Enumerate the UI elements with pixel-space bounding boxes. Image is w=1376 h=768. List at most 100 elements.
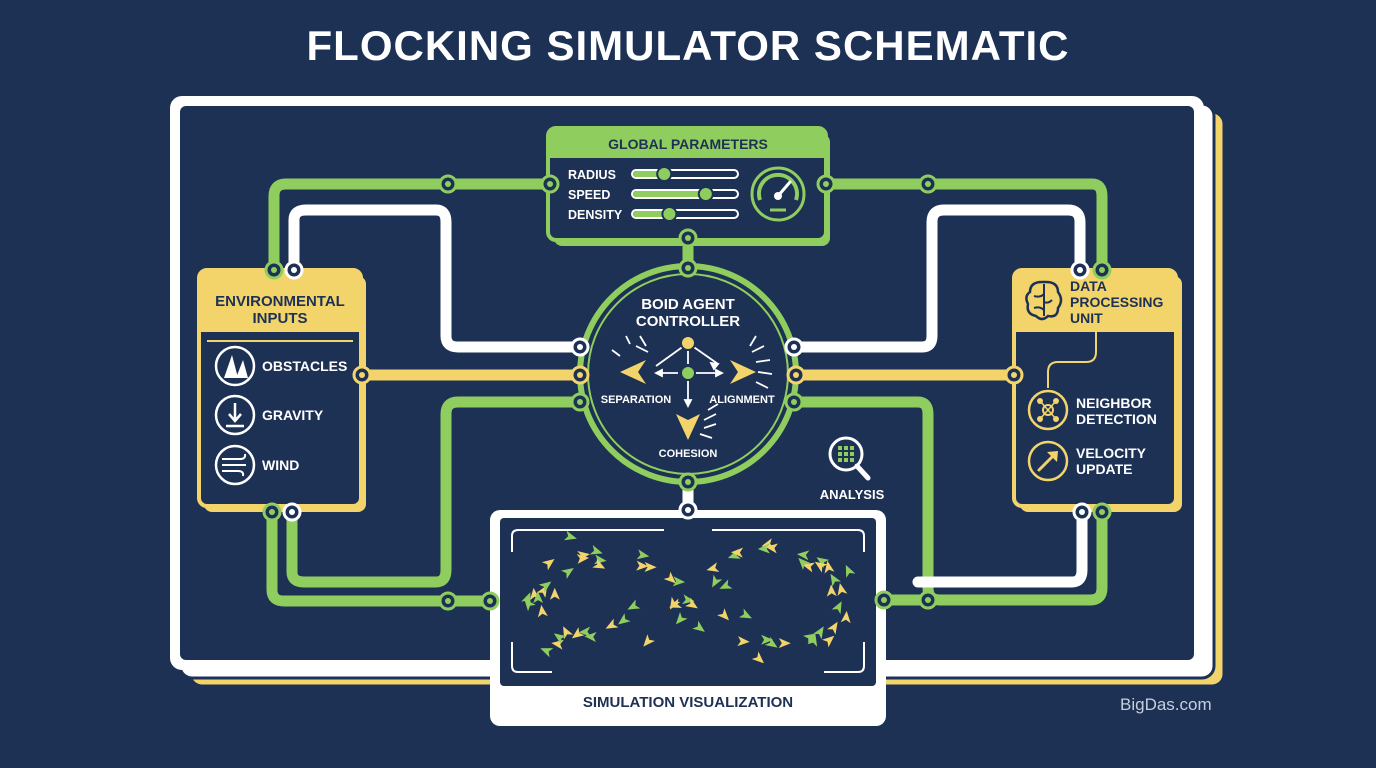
boid-flock	[521, 530, 856, 664]
boid-agent	[549, 587, 560, 600]
slider-radius-label: RADIUS	[568, 168, 616, 182]
boid-agent	[576, 553, 590, 564]
boid-agent	[719, 579, 733, 589]
velocity-update-line2: UPDATE	[1076, 461, 1133, 477]
boid-agent	[827, 621, 838, 635]
boid-agent	[537, 604, 548, 618]
boid-agent	[521, 592, 531, 606]
slider-speed-label: SPEED	[568, 188, 610, 202]
boid-agent	[584, 632, 597, 642]
boid-agent	[675, 612, 688, 625]
boid-agent	[765, 543, 779, 554]
obstacles-item: OBSTACLES	[214, 345, 347, 387]
neighbor-detection-line1: NEIGHBOR	[1076, 395, 1151, 411]
arrow-icon	[1027, 440, 1069, 482]
boid-agent	[636, 560, 649, 571]
boid-agent	[826, 584, 837, 597]
boid-agent	[837, 583, 848, 596]
data-processing-title-1: DATA	[1070, 278, 1107, 294]
watermark: BigDas.com	[1120, 695, 1212, 714]
simulation-panel: SIMULATION VISUALIZATION	[490, 510, 886, 726]
boid-agent	[706, 562, 720, 573]
data-processing-title-2: PROCESSING	[1070, 294, 1163, 310]
boid-agent	[672, 576, 686, 587]
boid-agent	[712, 574, 723, 588]
boid-agent	[727, 549, 741, 559]
analysis-item: ANALYSIS	[820, 436, 885, 502]
boid-agent	[538, 581, 552, 593]
boid-agent	[571, 627, 585, 639]
environmental-inputs-title-2: INPUTS	[252, 310, 307, 327]
velocity-update-line1: VELOCITY	[1076, 445, 1147, 461]
boid-agent	[627, 599, 641, 610]
simulation-label: SIMULATION VISUALIZATION	[583, 694, 793, 711]
boid-controller-title-2: CONTROLLER	[636, 313, 740, 330]
boid-agent	[778, 638, 791, 649]
environmental-inputs-title-1: ENVIRONMENTAL	[215, 293, 345, 310]
cohesion-label: COHESION	[659, 448, 718, 460]
boid-agent	[757, 543, 770, 554]
wind-label: WIND	[262, 457, 299, 473]
boid-agent	[541, 559, 555, 571]
neighbor-detection-line2: DETECTION	[1076, 411, 1157, 427]
boid-agent	[738, 608, 752, 619]
boid-agent	[845, 564, 856, 578]
obstacles-icon	[214, 345, 256, 387]
slider-radius[interactable]: RADIUS	[568, 166, 739, 182]
slider-density[interactable]: DENSITY	[568, 206, 739, 222]
boid-agent	[524, 598, 536, 612]
boid-agent	[553, 633, 567, 645]
boid-agent	[751, 651, 764, 664]
boid-agent	[802, 633, 816, 645]
wind-item: WIND	[214, 444, 299, 486]
slider-speed-knob[interactable]	[697, 186, 714, 202]
boid-agent	[802, 562, 815, 573]
gravity-label: GRAVITY	[262, 407, 324, 423]
boid-agent	[578, 626, 591, 637]
boid-agent	[563, 530, 577, 541]
network-icon	[1027, 389, 1069, 431]
boid-agent	[717, 608, 729, 621]
slider-density-knob[interactable]	[661, 206, 678, 222]
slider-speed[interactable]: SPEED	[568, 186, 739, 202]
boid-agent	[533, 591, 544, 604]
alignment-label: ALIGNMENT	[709, 394, 775, 406]
boid-agent	[589, 545, 603, 555]
boid-controller: BOID AGENT CONTROLLER SEPARATION ALIGNME…	[577, 263, 799, 485]
global-parameters-panel: GLOBAL PARAMETERS RADIUS SPEED DENSITY	[546, 126, 830, 246]
neighbor-detection-item: NEIGHBOR DETECTION	[1027, 389, 1157, 431]
boid-agent	[561, 568, 574, 579]
slider-radius-knob[interactable]	[656, 166, 673, 182]
boid-agent	[764, 636, 778, 648]
boid-controller-title-1: BOID AGENT	[641, 296, 735, 313]
analysis-label: ANALYSIS	[820, 487, 885, 502]
boid-agent	[807, 633, 818, 647]
boid-agent	[730, 547, 744, 558]
boid-agent	[813, 626, 824, 640]
boid-agent	[540, 648, 554, 658]
boid-agent	[605, 618, 619, 629]
boid-agent	[831, 601, 842, 615]
separation-label: SEPARATION	[601, 394, 672, 406]
boid-agent	[824, 560, 835, 574]
obstacles-label: OBSTACLES	[262, 358, 347, 374]
boid-agent	[798, 557, 811, 570]
boid-agent	[761, 634, 774, 645]
data-processing-title-3: UNIT	[1070, 310, 1103, 326]
gravity-icon	[214, 394, 256, 436]
boid-agent	[685, 597, 698, 609]
global-parameters-title: GLOBAL PARAMETERS	[608, 136, 768, 152]
slider-density-label: DENSITY	[568, 208, 623, 222]
boid-agent	[636, 549, 650, 560]
gravity-item: GRAVITY	[214, 394, 324, 436]
boid-agent	[592, 558, 606, 569]
boid-agent	[618, 613, 631, 625]
diagram-title: FLOCKING SIMULATOR SCHEMATIC	[306, 22, 1070, 69]
boid-agent	[644, 561, 657, 572]
environmental-inputs-panel: ENVIRONMENTAL INPUTS OBSTACLES GRAVITY	[197, 268, 366, 512]
boid-agent	[663, 571, 676, 584]
boid-agent	[840, 610, 851, 624]
boid-agent	[669, 596, 681, 610]
boid-agent	[814, 561, 828, 573]
